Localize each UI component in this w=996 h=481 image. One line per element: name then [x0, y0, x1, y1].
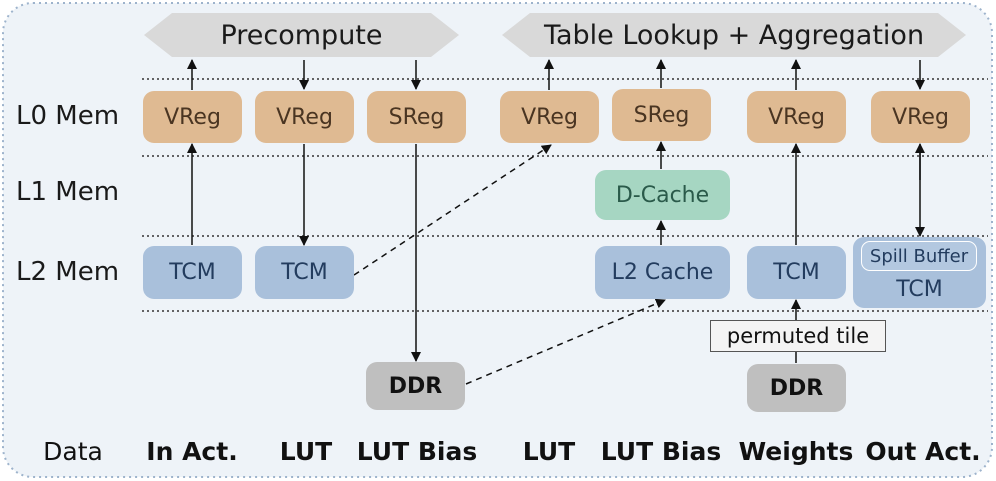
l2-cache: L2 Cache: [595, 246, 730, 299]
tcm-weights: TCM: [747, 246, 846, 299]
spill-buffer-tcm: Spill Buffer TCM: [853, 237, 986, 308]
l1-mem-label: L1 Mem: [16, 177, 120, 207]
arrow-ddr-to-l2cache: [465, 298, 666, 385]
tcm-lut: TCM: [255, 246, 354, 299]
vreg-in-act: VReg: [143, 91, 242, 143]
data-col-lookup-lut-bias: LUT Bias: [600, 436, 722, 466]
vreg-lut: VReg: [255, 91, 354, 143]
l2-mem-label: L2 Mem: [16, 257, 120, 287]
l0-mem-label: L0 Mem: [16, 101, 120, 131]
permuted-tile-tag: permuted tile: [710, 320, 886, 352]
data-col-lookup-lut: LUT: [522, 436, 576, 466]
vreg-lookup-lut: VReg: [500, 91, 599, 143]
ddr-lut-bias: DDR: [366, 362, 465, 410]
data-col-lut: LUT: [279, 436, 333, 466]
precompute-banner: [144, 13, 459, 57]
vreg-out-act: VReg: [871, 91, 970, 143]
tcm-in-act: TCM: [143, 246, 242, 299]
data-col-weights: Weights: [738, 436, 854, 466]
vreg-weights: VReg: [747, 91, 846, 143]
sreg-lookup-lut-bias: SReg: [612, 89, 711, 141]
data-col-lut-bias: LUT Bias: [356, 436, 478, 466]
spill-buffer: Spill Buffer: [861, 241, 977, 271]
d-cache: D-Cache: [595, 170, 730, 220]
data-col-out-act: Out Act.: [865, 436, 981, 466]
ddr-weights: DDR: [747, 364, 846, 412]
spill-tcm-label: TCM: [896, 276, 943, 302]
precompute-title: Precompute: [220, 19, 383, 51]
data-col-in-act: In Act.: [146, 436, 238, 466]
sreg-lut-bias: SReg: [367, 91, 466, 143]
lookup-title: Table Lookup + Aggregation: [543, 19, 925, 51]
lookup-banner: [502, 13, 966, 57]
data-row-title: Data: [43, 436, 103, 466]
